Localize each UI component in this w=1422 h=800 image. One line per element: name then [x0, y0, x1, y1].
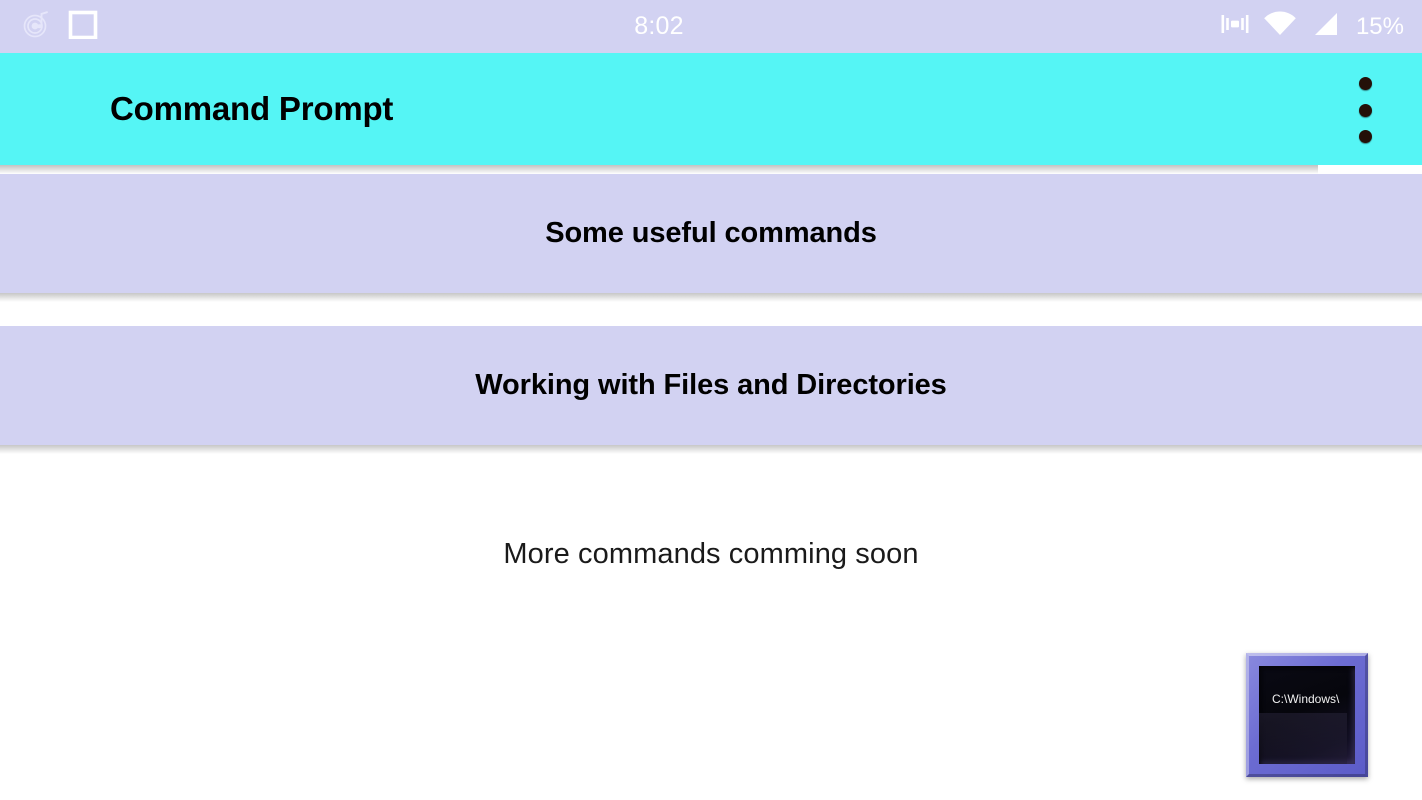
vibrate-icon	[1220, 9, 1250, 44]
list-item-label: Some useful commands	[545, 217, 877, 249]
page-title: Command Prompt	[110, 90, 394, 127]
screen-record-square-icon	[68, 9, 98, 44]
status-bar-center: 8:02	[98, 12, 1220, 41]
list-item-some-useful-commands[interactable]: Some useful commands	[0, 174, 1422, 302]
music-record-icon	[22, 9, 52, 44]
command-prompt-icon-path-text: C:\Windows\	[1272, 692, 1340, 706]
command-prompt-icon: C:\Windows\	[1246, 653, 1368, 777]
list-item-working-with-files-and-directories[interactable]: Working with Files and Directories	[0, 326, 1422, 454]
list-item-label: Working with Files and Directories	[475, 369, 947, 401]
app-bar-shadow	[0, 165, 1318, 174]
cellular-signal-icon	[1310, 9, 1340, 44]
status-bar-right-icons: 15%	[1220, 9, 1404, 44]
battery-percentage-label: 15%	[1355, 12, 1404, 40]
command-prompt-icon-screen: C:\Windows\	[1259, 666, 1355, 764]
status-bar-left-icons	[22, 9, 98, 44]
status-bar-clock: 8:02	[634, 12, 684, 40]
overflow-dot	[1358, 130, 1372, 143]
overflow-dot	[1358, 103, 1372, 117]
overflow-dot	[1358, 77, 1372, 90]
command-category-list: Some useful commands Working with Files …	[0, 174, 1422, 454]
overflow-menu-icon[interactable]	[1352, 77, 1378, 143]
status-bar: 8:02	[0, 0, 1422, 53]
wifi-icon	[1263, 9, 1297, 44]
app-bar: Command Prompt	[0, 53, 1422, 165]
coming-soon-note: More commands comming soon	[503, 538, 919, 570]
